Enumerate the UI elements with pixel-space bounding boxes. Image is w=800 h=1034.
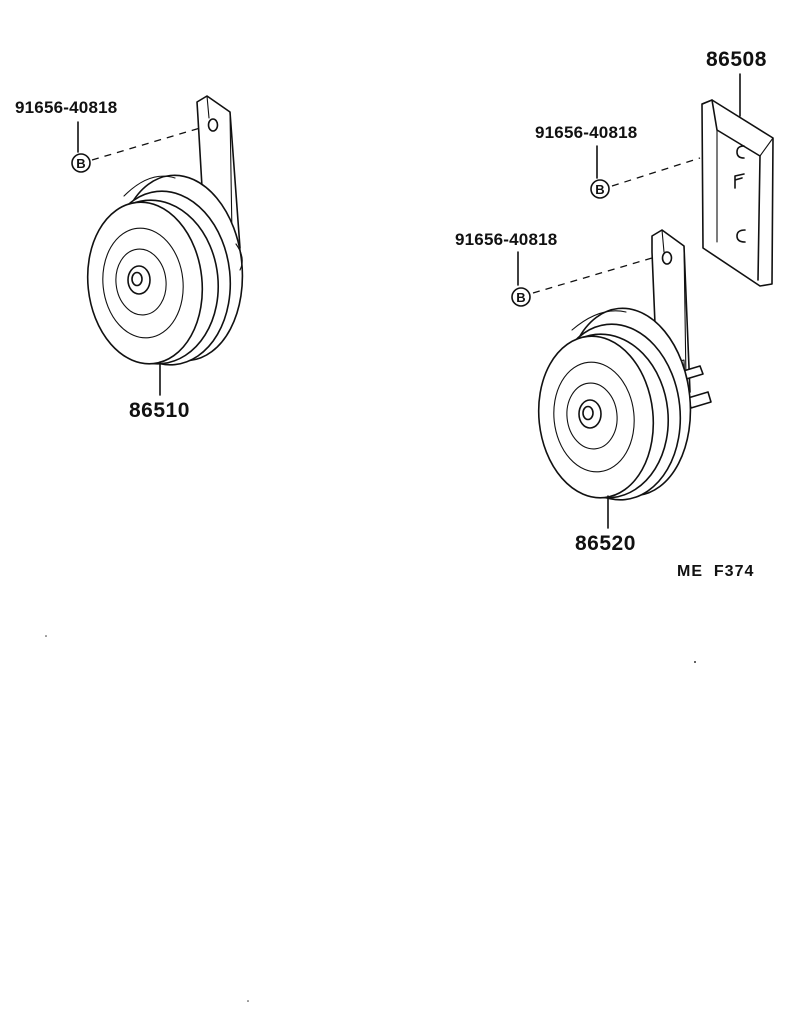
bolt-b-marker-right-upper-text: B [595,182,604,197]
bolt-b-marker-left-text: B [76,156,85,171]
bracket-86508-drawing [701,73,774,287]
bolt-b-marker-right-lower [511,287,531,307]
bolt-b-marker-left [71,153,91,173]
bolt-right-upper-part-number: 91656-40818 [535,123,638,142]
bolt-left-callout: B [71,121,201,173]
horn-86520-drawing [537,229,712,529]
diagram-code: ME F374 [677,563,755,580]
bolt-b-marker-right-lower-text: B [516,290,525,305]
scan-specks [45,635,696,1002]
bolt-b-marker-right-upper [590,179,610,199]
bolt-left-part-number: 91656-40818 [15,98,118,117]
bolt-right-lower-callout: B [511,251,653,307]
bracket-86508-part-number: 86508 [706,48,767,71]
horn-86510-drawing [86,95,244,396]
bolt-right-upper-callout: B [590,145,701,199]
bolt-right-lower-part-number: 91656-40818 [455,230,558,249]
horn-86520-part-number: 86520 [575,532,636,555]
horn-86510-part-number: 86510 [129,399,190,422]
